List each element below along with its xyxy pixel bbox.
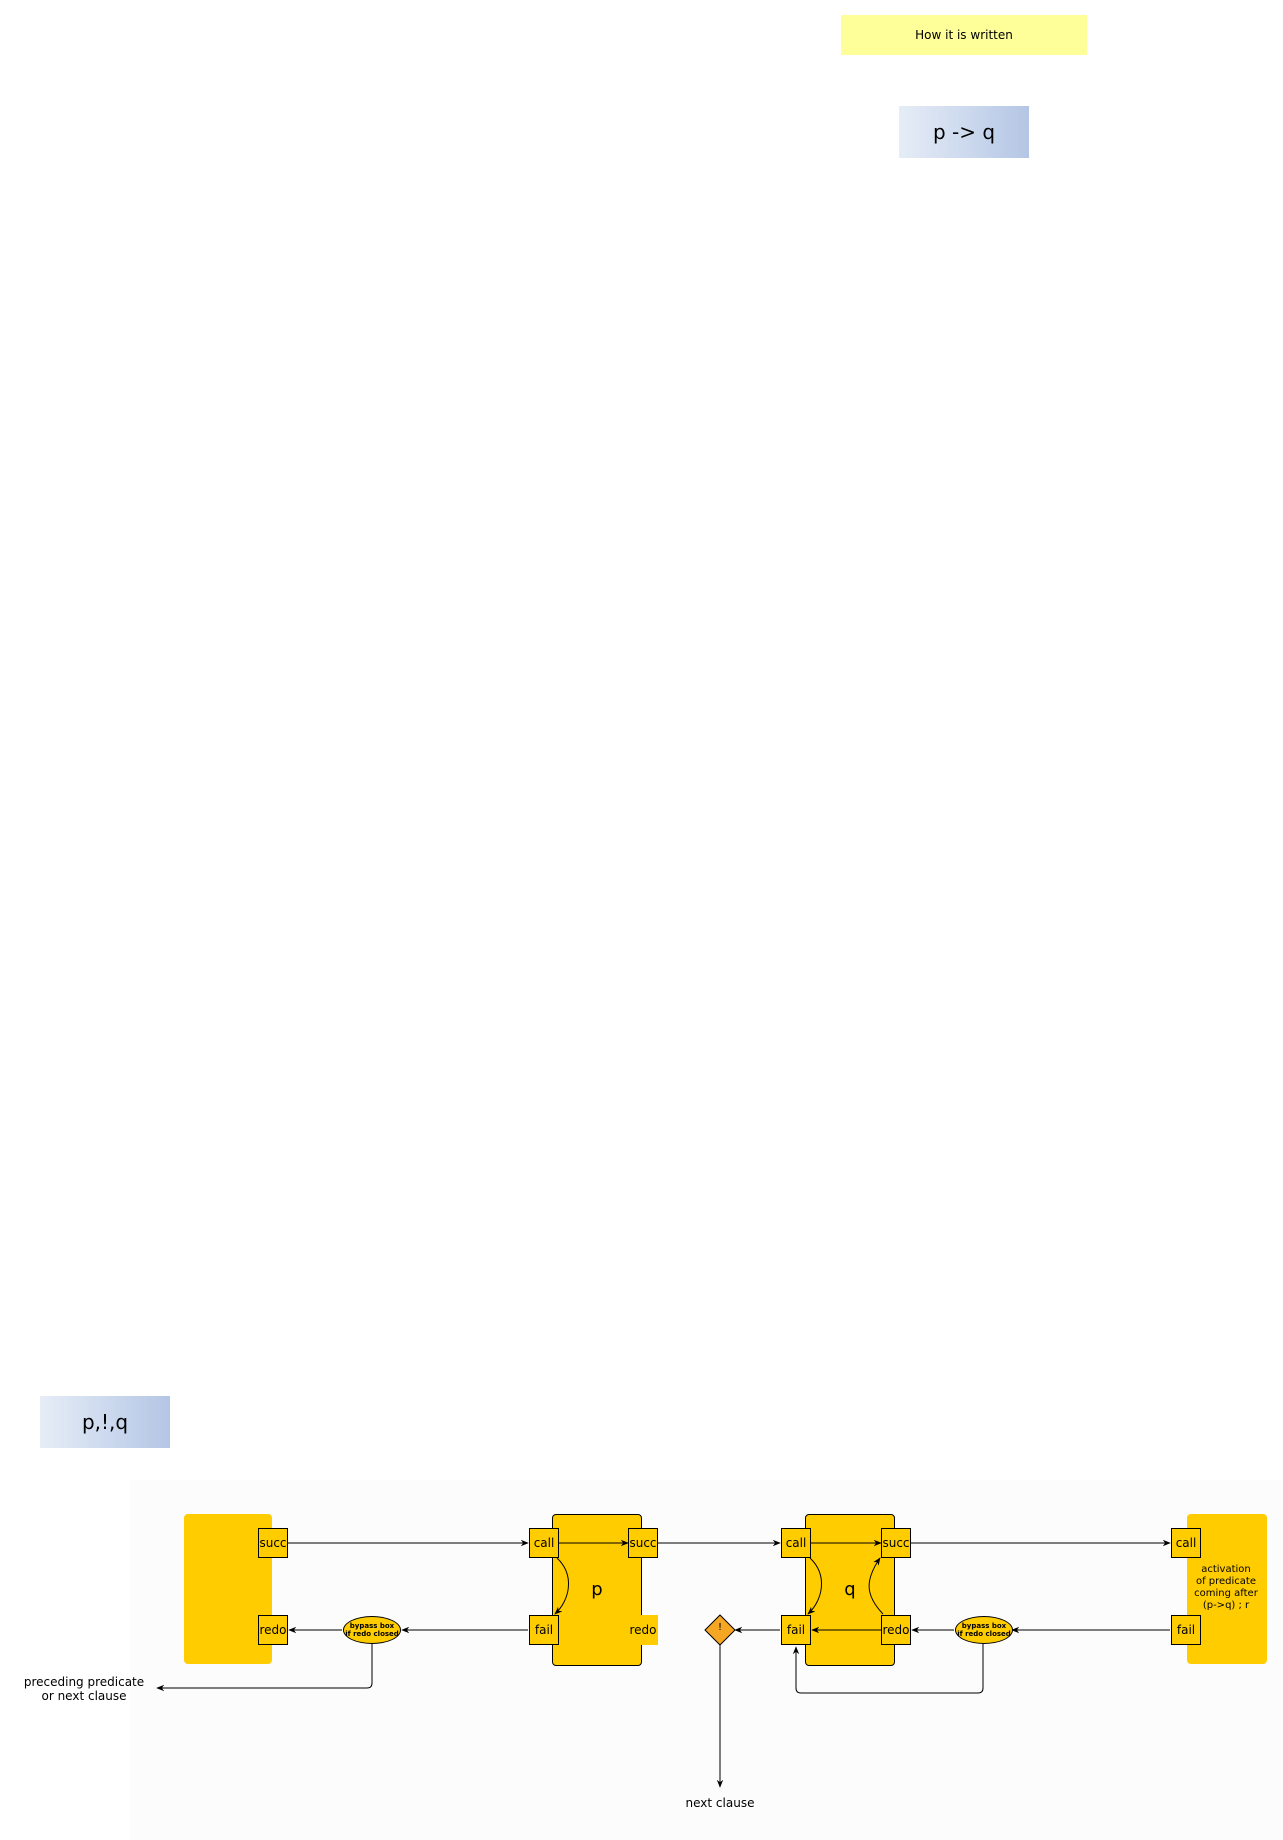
wire-q-redo-to-succ (868, 1557, 884, 1615)
cut-diamond (704, 1614, 736, 1646)
p-call-port: call (529, 1528, 559, 1558)
wire-p-call-to-fail (554, 1557, 570, 1615)
wire-bypass-to-preceding (156, 1644, 373, 1692)
preceding-block (184, 1514, 272, 1664)
q-fail-port: fail (781, 1615, 811, 1645)
left-redo-port: redo (258, 1615, 288, 1645)
q-succ-port: succ (881, 1528, 911, 1558)
q-call-port: call (781, 1528, 811, 1558)
right-fail-port: fail (1171, 1615, 1201, 1645)
q-redo-port: redo (881, 1615, 911, 1645)
preceding-predicate-label: preceding predicate or next clause (23, 1675, 145, 1703)
left-succ-port: succ (258, 1528, 288, 1558)
wire-q-call-to-fail (807, 1557, 823, 1615)
p-redo-port: redo (628, 1615, 658, 1645)
bypass-left: bypass box if redo closed (343, 1616, 401, 1644)
p-label: p (591, 1578, 603, 1600)
next-clause-label: next clause (685, 1796, 755, 1810)
q-label: q (844, 1578, 856, 1600)
p-fail-port: fail (529, 1615, 559, 1645)
right-call-port: call (1171, 1528, 1201, 1558)
p-block (552, 1514, 642, 1666)
how-it-is-written-note: How it is written (841, 15, 1087, 55)
p-succ-port: succ (628, 1528, 658, 1558)
title-p-implies-q: p -> q (899, 106, 1029, 158)
diagram-panel (130, 1480, 1283, 1840)
bypass-right: bypass box if redo closed (955, 1616, 1013, 1644)
q-block (805, 1514, 895, 1666)
title-p-cut-q: p,!,q (40, 1396, 170, 1448)
cut-symbol: ! (717, 1622, 722, 1633)
activation-label: activation of predicate coming after (p-… (1194, 1564, 1258, 1611)
wire-bypass-to-q-fail (792, 1644, 984, 1694)
